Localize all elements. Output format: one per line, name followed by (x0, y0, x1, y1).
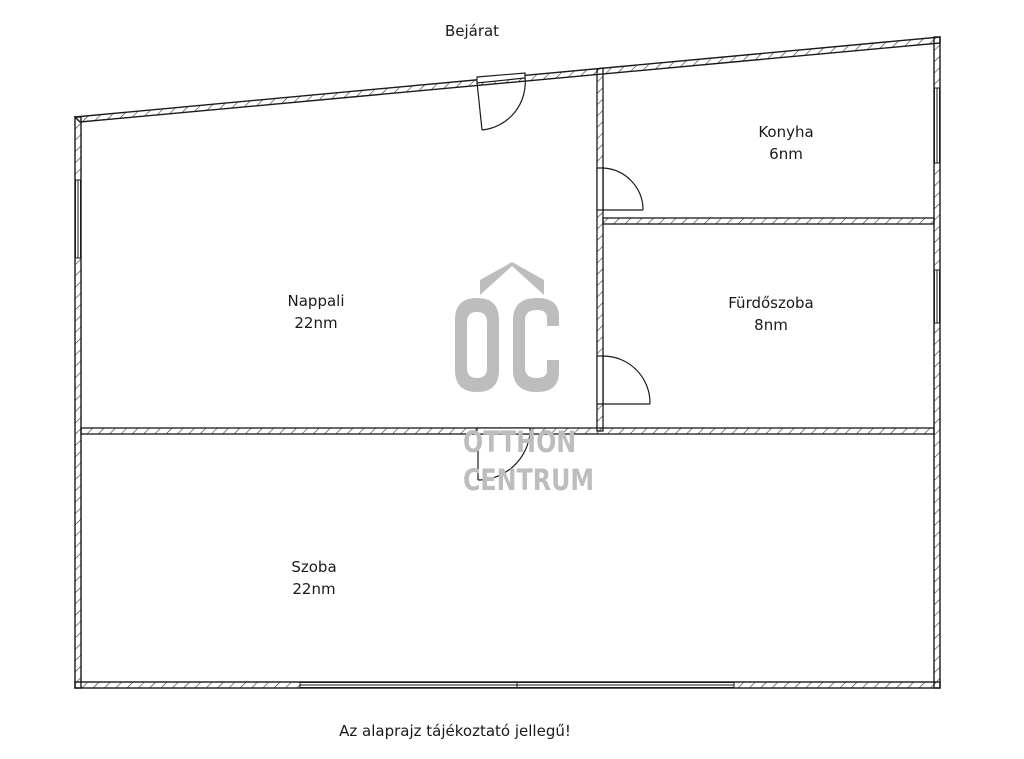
watermark-logo-graphic (455, 262, 559, 392)
watermark: OTTHON CENTRUM (452, 260, 595, 500)
room-label-furdoszoba: Fürdőszoba 8nm (728, 292, 814, 336)
kitchen-door (596, 167, 644, 211)
watermark-line2: CENTRUM (462, 463, 595, 497)
watermark-line1: OTTHON (462, 425, 577, 459)
room-label-nappali: Nappali 22nm (288, 290, 345, 334)
room-name: Nappali (287, 292, 345, 310)
room-area: 22nm (292, 580, 336, 598)
entrance-label: Bejárat (444, 22, 500, 40)
room-area: 6nm (769, 145, 803, 163)
bathroom-door (596, 355, 651, 405)
room-area: 8nm (754, 316, 788, 334)
room-door (476, 427, 531, 481)
room-area: 22nm (294, 314, 338, 332)
room-name: Szoba (291, 558, 337, 576)
doors (476, 72, 651, 481)
entrance-door (476, 72, 526, 131)
room-label-szoba: Szoba 22nm (291, 556, 336, 600)
room-name: Konyha (758, 123, 814, 141)
room-label-konyha: Konyha 6nm (758, 121, 813, 165)
disclaimer-note: Az alaprajz tájékoztató jellegű! (339, 722, 571, 740)
room-name: Fürdőszoba (728, 294, 814, 312)
windows (75, 87, 940, 688)
